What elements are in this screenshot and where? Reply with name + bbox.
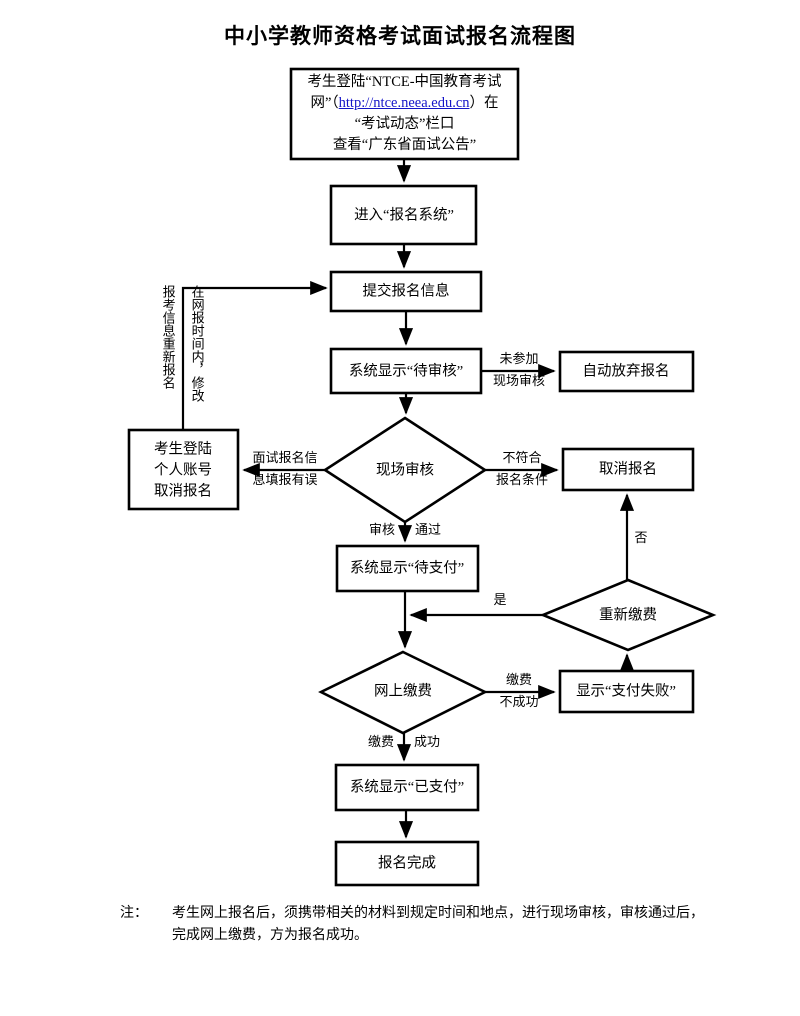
edge-label-review-passed-a: 审核 — [369, 522, 395, 537]
edge-label-pay-fail-1: 缴费 — [506, 672, 532, 687]
footnote-line2: 完成网上缴费，方为报名成功。 — [172, 928, 368, 944]
node-cancel-by-user-line1: 考生登陆 — [154, 440, 212, 457]
node-pending-review-label: 系统显示“待审核” — [349, 362, 463, 379]
node-paid-label: 系统显示“已支付” — [350, 778, 464, 795]
node-enter-system-box — [329, 184, 478, 246]
node-repay-diamond — [539, 578, 717, 652]
node-online-payment-label: 网上缴费 — [374, 682, 432, 699]
edge-label-not-attend-2: 现场审核 — [493, 373, 545, 388]
edge-label-not-qualified-2: 报名条件 — [496, 472, 548, 487]
node-auto-abandon-label: 自动放弃报名 — [583, 362, 670, 379]
edge-label-not-attend-1: 未参加 — [499, 351, 538, 366]
node-cancel-registration-label: 取消报名 — [599, 460, 657, 477]
footnote: 注： 考生网上报名后，须携带相关的材料到规定时间和地点，进行现场审核，审核通过后，… — [120, 903, 750, 948]
node-cancel-by-user-line3: 取消报名 — [154, 482, 212, 499]
edge-label-wrong-info-2: 息填报有误 — [252, 472, 317, 487]
node-pending-payment-label: 系统显示“待支付” — [350, 559, 464, 576]
node-onsite-review-label: 现场审核 — [376, 461, 434, 478]
node-pending-payment-box — [335, 544, 480, 593]
node-auto-abandon-box — [558, 350, 695, 393]
node-cancel-by-user-box — [127, 428, 240, 511]
edge-label-pay-fail-2: 不成功 — [499, 694, 538, 709]
node-done-box — [334, 840, 480, 887]
node-submit-info-label: 提交报名信息 — [363, 281, 450, 299]
node-payment-failed-label: 显示“支付失败” — [576, 682, 676, 699]
edge-label-wrong-info-1: 面试报名信 — [252, 450, 317, 465]
edge-label-pay-ok-a: 缴费 — [368, 734, 394, 749]
footnote-label: 注： — [120, 906, 148, 921]
node-start-box — [289, 67, 520, 161]
edge-label-not-qualified-1: 不符合 — [502, 450, 541, 465]
edge-label-yes: 是 — [493, 592, 506, 607]
page-title: 中小学教师资格考试面试报名流程图 — [224, 24, 576, 48]
node-paid-box — [334, 763, 480, 812]
node-enter-system-label: 进入“报名系统” — [354, 206, 454, 223]
edge-label-vertical-inner: 在网报时间内，修改 — [189, 285, 205, 402]
edge-label-pay-ok-b: 成功 — [414, 734, 440, 749]
node-done-label: 报名完成 — [378, 854, 436, 871]
edge-label-review-passed-b: 通过 — [415, 522, 441, 537]
node-repay-label: 重新缴费 — [599, 606, 657, 623]
node-cancel-by-user-line2: 个人账号 — [154, 461, 212, 478]
node-payment-failed-box — [558, 669, 695, 714]
edge-cancel-by-user-loop-to-submit — [181, 280, 328, 430]
footnote-line1: 考生网上报名后，须携带相关的材料到规定时间和地点，进行现场审核，审核通过后， — [172, 906, 704, 921]
node-cancel-registration-box — [561, 447, 695, 492]
edge-label-no: 否 — [634, 530, 647, 545]
edge-label-vertical-outer: 报考信息重新报名 — [160, 285, 176, 389]
